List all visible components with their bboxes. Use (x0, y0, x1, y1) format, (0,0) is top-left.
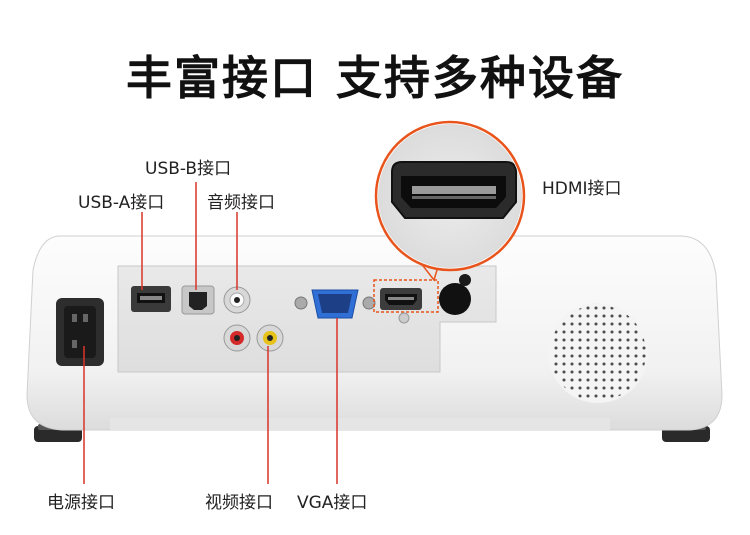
label-power: 电源接口 (47, 493, 115, 513)
vga-port (294, 289, 376, 319)
usb-b-port (181, 285, 215, 315)
connector-panel (117, 265, 497, 373)
usb-a-port (131, 286, 171, 312)
label-usb-a: USB-A接口 (78, 193, 165, 213)
label-usb-b: USB-B接口 (145, 159, 232, 179)
security-slot (439, 283, 471, 315)
video-jack-red (223, 324, 251, 352)
audio-jack (223, 286, 251, 314)
video-jack-yellow (256, 324, 284, 352)
power-socket (56, 298, 104, 366)
label-video: 视频接口 (205, 493, 273, 513)
label-hdmi: HDMI接口 (542, 179, 622, 199)
speaker-grille (548, 303, 648, 403)
hdmi-port (373, 279, 439, 313)
hdmi-zoom-callout (374, 120, 526, 272)
body-bottom-trim (110, 418, 610, 430)
page-title: 丰富接口 支持多种设备 (125, 51, 624, 105)
label-vga: VGA接口 (297, 493, 368, 513)
label-audio: 音频接口 (207, 193, 275, 213)
leader-lines (83, 182, 338, 484)
